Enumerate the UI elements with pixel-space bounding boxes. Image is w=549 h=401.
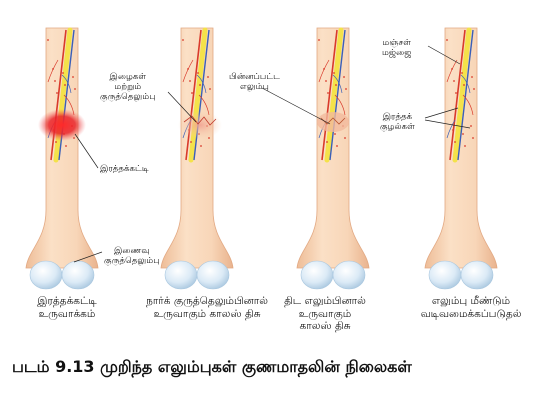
leader-blood-vessels-1 — [424, 107, 459, 119]
bone-shaft — [25, 27, 99, 269]
blood-dot — [327, 92, 329, 94]
blood-dot — [187, 68, 189, 70]
callus-fibers — [183, 115, 217, 126]
blood-dot — [452, 129, 454, 131]
stage-label-1: இரத்தக்கட்டி உருவாக்கம் — [37, 295, 97, 320]
bone-3 — [296, 27, 370, 290]
figure-caption: படம் 9.13 முறிந்த எலும்புகள் குணமாதலின் … — [12, 357, 412, 376]
blood-dot — [326, 141, 328, 143]
bone-shaft — [424, 27, 498, 269]
blood-dot — [472, 137, 474, 139]
blood-dot — [55, 141, 57, 143]
artery-line — [449, 29, 466, 161]
leader-blood-vessels-2 — [424, 119, 471, 129]
fibrocartilage-callus — [178, 111, 222, 139]
blood-dot — [471, 76, 473, 78]
label-fibrocartilage: இழைகள் மற்றும் குருத்தெலும்பு — [100, 72, 156, 102]
blood-dot — [325, 80, 327, 82]
bone-2 — [160, 27, 234, 290]
blood-dot — [462, 133, 464, 135]
blood-dot — [335, 84, 337, 86]
woven-bone-pattern — [320, 117, 346, 125]
marrow-canal — [324, 27, 344, 163]
cartilage-knob-left — [428, 260, 462, 290]
blood-dot — [336, 145, 338, 147]
cartilage-knob-left — [164, 260, 198, 290]
blood-dot — [323, 68, 325, 70]
vein-line — [457, 29, 474, 161]
blood-dot — [64, 84, 66, 86]
bone-1 — [25, 27, 99, 290]
label-blood-clot: இரத்தக்கட்டி — [100, 164, 149, 174]
blood-dot — [343, 76, 345, 78]
label-joint-cartilage: இணைவு குருத்தெலும்பு — [104, 246, 160, 266]
blood-dot — [209, 88, 211, 90]
stage-label-4: எலும்பு மீண்டும் வடிவமைக்கப்படுதல் — [420, 295, 522, 320]
blood-dot — [318, 39, 320, 41]
blood-dot — [461, 72, 463, 74]
blood-dot — [455, 92, 457, 94]
blood-dot — [334, 133, 336, 135]
leader-joint-cartilage — [73, 251, 103, 263]
woven-bone-callus — [317, 112, 349, 132]
blood-dot — [446, 39, 448, 41]
stage-label-2: நார்க் குருத்தெலும்பினால் உருவாகும் காலஸ… — [146, 295, 268, 320]
bone-4 — [424, 27, 498, 290]
leader-yellow-marrow — [427, 45, 461, 65]
blood-dot — [72, 76, 74, 78]
blood-dot — [54, 80, 56, 82]
blood-dot — [182, 39, 184, 41]
blood-dot — [199, 84, 201, 86]
cartilage-knob-right — [332, 260, 366, 290]
blood-dot — [200, 145, 202, 147]
blood-dot — [454, 141, 456, 143]
bone-shaft — [160, 27, 234, 269]
label-woven-bone: பின்னப்பட்ட எலும்பு — [229, 72, 280, 92]
vein-line — [329, 29, 346, 161]
marrow-canal — [452, 27, 472, 163]
blood-dot — [47, 39, 49, 41]
blood-dot — [65, 145, 67, 147]
label-blood-vessels: இரத்தக் குழல்கள் — [380, 112, 415, 132]
cartilage-knob-right — [196, 260, 230, 290]
blood-dot — [453, 80, 455, 82]
cartilage-knob-left — [300, 260, 334, 290]
blood-dot — [190, 141, 192, 143]
artery-line — [321, 29, 338, 161]
stage-label-3: திட எலும்பினால் உருவாகும் காலஸ் திசு — [284, 295, 366, 332]
leader-woven-bone — [261, 87, 331, 125]
cartilage-knob-right — [61, 260, 95, 290]
blood-dot — [197, 72, 199, 74]
blood-dot — [473, 88, 475, 90]
artery-line — [185, 29, 202, 161]
cartilage-knob-left — [29, 260, 63, 290]
blood-dot — [470, 125, 472, 127]
blood-dot — [451, 68, 453, 70]
blood-dot — [344, 137, 346, 139]
blood-dot — [74, 88, 76, 90]
vessel-branch — [318, 59, 346, 116]
blood-dot — [464, 145, 466, 147]
bone-shaft — [296, 27, 370, 269]
blood-dot — [62, 72, 64, 74]
blood-clot — [38, 109, 86, 141]
blood-dot — [52, 68, 54, 70]
leader-blood-clot — [74, 133, 99, 169]
blood-dot — [207, 76, 209, 78]
label-yellow-marrow: மஞ்சள் மஜ்ஜை — [382, 38, 412, 58]
blood-dot — [56, 92, 58, 94]
blood-dot — [345, 88, 347, 90]
blood-dot — [191, 92, 193, 94]
blood-dot — [333, 72, 335, 74]
vessel-branch — [446, 74, 471, 139]
leader-fibrocartilage — [167, 91, 197, 123]
blood-dot — [463, 84, 465, 86]
cartilage-knob-right — [460, 260, 494, 290]
blood-dot — [189, 80, 191, 82]
